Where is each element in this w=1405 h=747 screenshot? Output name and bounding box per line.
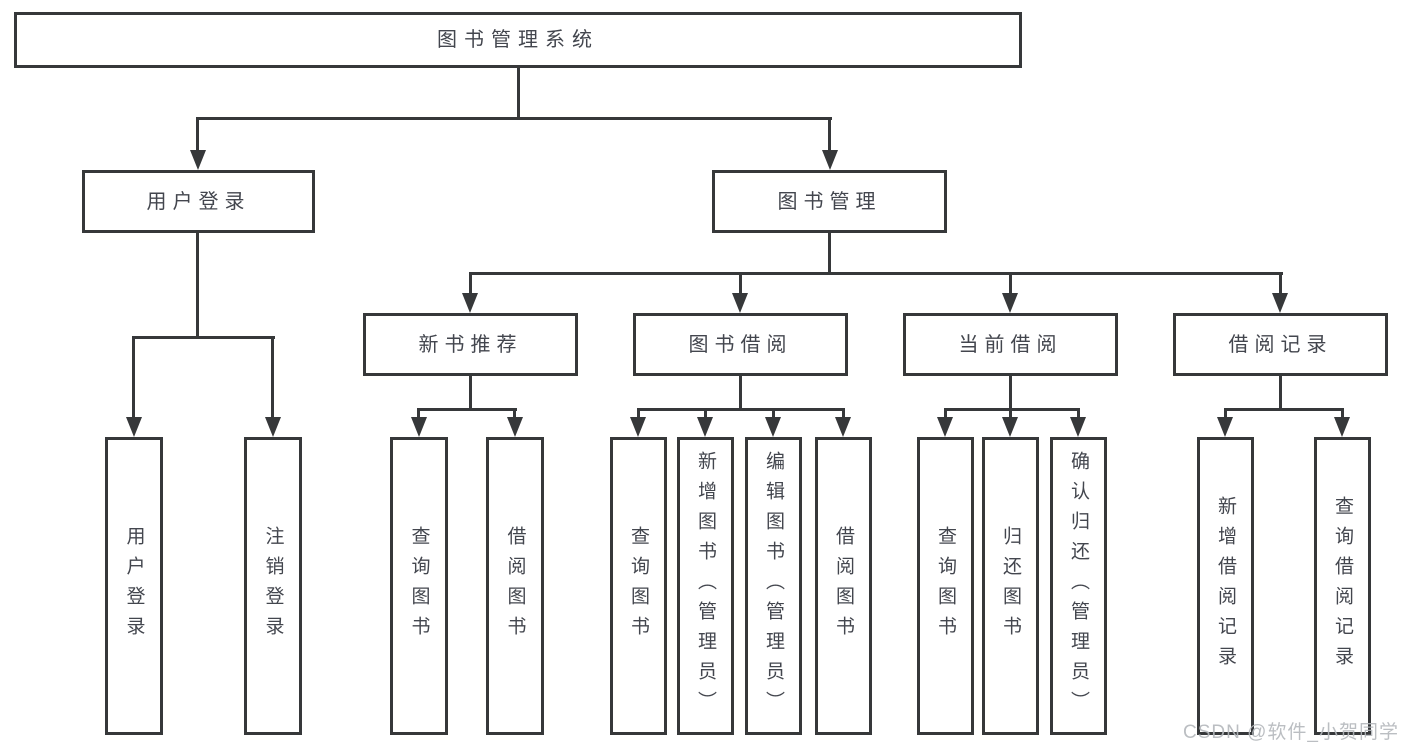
connector-leaf-drop — [637, 408, 640, 420]
arrowhead-down-icon — [1217, 417, 1233, 437]
connector-leaf-drop — [772, 408, 775, 420]
node-user-login-label: 用户登录 — [146, 190, 251, 213]
leaf-query-books-recommend: 查询图书 — [390, 437, 448, 735]
arrowhead-down-icon — [937, 417, 953, 437]
connector-leaf-drop — [1341, 408, 1344, 420]
connector-root-stem — [517, 66, 520, 119]
connector-to-leaf-user-login — [132, 336, 135, 420]
leaf-query-books-borrow: 查询图书 — [610, 437, 667, 735]
connector-book-borrow-rail — [637, 408, 845, 411]
leaf-edit-books-admin: 编辑图书（管理员） — [745, 437, 802, 735]
arrowhead-down-icon — [1002, 293, 1018, 313]
leaf-query-books-recommend-label: 查询图书 — [408, 526, 430, 646]
node-borrow-records: 借阅记录 — [1173, 313, 1388, 376]
connector-new-book-rail — [417, 408, 517, 411]
leaf-add-borrow-record-label: 新增借阅记录 — [1215, 496, 1236, 676]
node-user-login: 用户登录 — [82, 170, 315, 233]
connector-book-borrow-stem — [739, 376, 742, 411]
leaf-user-login-label: 用户登录 — [123, 526, 145, 646]
connector-to-borrow-records — [1279, 272, 1282, 296]
connector-borrow-records-stem — [1279, 376, 1282, 411]
arrowhead-down-icon — [1334, 417, 1350, 437]
leaf-logout-label: 注销登录 — [262, 526, 284, 646]
connector-to-user-login — [196, 117, 199, 153]
node-book-management: 图书管理 — [712, 170, 947, 233]
connector-book-management-stem — [828, 233, 831, 275]
leaf-return-books-label: 归还图书 — [1000, 526, 1021, 646]
connector-to-book-borrow — [739, 272, 742, 296]
connector-new-book-stem — [469, 376, 472, 411]
connector-leaf-drop — [417, 408, 420, 420]
connector-leaf-drop — [842, 408, 845, 420]
arrowhead-down-icon — [630, 417, 646, 437]
connector-current-borrow-rail — [944, 408, 1080, 411]
leaf-query-borrow-record-label: 查询借阅记录 — [1332, 496, 1353, 676]
connector-to-new-book — [469, 272, 472, 296]
arrowhead-down-icon — [1002, 417, 1018, 437]
connector-user-login-stem — [196, 233, 199, 339]
node-book-borrow: 图书借阅 — [633, 313, 848, 376]
leaf-borrow-books-recommend: 借阅图书 — [486, 437, 544, 735]
leaf-borrow-books: 借阅图书 — [815, 437, 872, 735]
leaf-borrow-books-recommend-label: 借阅图书 — [504, 526, 526, 646]
leaf-borrow-books-label: 借阅图书 — [833, 526, 854, 646]
leaf-edit-books-admin-label: 编辑图书（管理员） — [763, 451, 784, 721]
arrowhead-down-icon — [507, 417, 523, 437]
connector-leaf-drop — [513, 408, 516, 420]
node-new-book-recommend: 新书推荐 — [363, 313, 578, 376]
arrowhead-down-icon — [1272, 293, 1288, 313]
leaf-add-books-admin: 新增图书（管理员） — [677, 437, 734, 735]
leaf-query-borrow-record: 查询借阅记录 — [1314, 437, 1371, 735]
arrowhead-down-icon — [265, 417, 281, 437]
arrowhead-down-icon — [126, 417, 142, 437]
node-current-borrow: 当前借阅 — [903, 313, 1118, 376]
connector-to-leaf-logout — [271, 336, 274, 420]
node-new-book-recommend-label: 新书推荐 — [418, 333, 523, 356]
node-library-system-label: 图书管理系统 — [437, 29, 599, 51]
connector-level2-rail — [469, 272, 1283, 275]
connector-leaf-drop — [944, 408, 947, 420]
leaf-add-books-admin-label: 新增图书（管理员） — [695, 451, 716, 721]
leaf-confirm-return-admin: 确认归还（管理员） — [1050, 437, 1107, 735]
arrowhead-down-icon — [1070, 417, 1086, 437]
arrowhead-down-icon — [190, 150, 206, 170]
leaf-query-books-current-label: 查询图书 — [935, 526, 956, 646]
arrowhead-down-icon — [411, 417, 427, 437]
leaf-return-books: 归还图书 — [982, 437, 1039, 735]
arrowhead-down-icon — [822, 150, 838, 170]
arrowhead-down-icon — [732, 293, 748, 313]
connector-leaf-drop — [1009, 408, 1012, 420]
leaf-user-login: 用户登录 — [105, 437, 163, 735]
node-library-system: 图书管理系统 — [14, 12, 1022, 68]
arrowhead-down-icon — [835, 417, 851, 437]
connector-leaf-drop — [1077, 408, 1080, 420]
connector-leaf-drop — [1224, 408, 1227, 420]
connector-user-login-rail — [132, 336, 275, 339]
arrowhead-down-icon — [697, 417, 713, 437]
connector-level1-rail — [196, 117, 832, 120]
arrowhead-down-icon — [765, 417, 781, 437]
leaf-logout: 注销登录 — [244, 437, 302, 735]
node-book-borrow-label: 图书借阅 — [688, 333, 793, 356]
leaf-query-books-borrow-label: 查询图书 — [628, 526, 649, 646]
csdn-watermark: CSDN @软件_小贺同学 — [1183, 722, 1399, 743]
leaf-confirm-return-admin-label: 确认归还（管理员） — [1068, 451, 1089, 721]
node-book-management-label: 图书管理 — [777, 190, 882, 213]
connector-borrow-records-rail — [1224, 408, 1344, 411]
connector-leaf-drop — [704, 408, 707, 420]
arrowhead-down-icon — [462, 293, 478, 313]
connector-to-current-borrow — [1009, 272, 1012, 296]
leaf-query-books-current: 查询图书 — [917, 437, 974, 735]
node-borrow-records-label: 借阅记录 — [1228, 333, 1333, 356]
connector-current-borrow-stem — [1009, 376, 1012, 411]
leaf-add-borrow-record: 新增借阅记录 — [1197, 437, 1254, 735]
node-current-borrow-label: 当前借阅 — [958, 333, 1063, 356]
connector-to-book-management — [828, 117, 831, 153]
